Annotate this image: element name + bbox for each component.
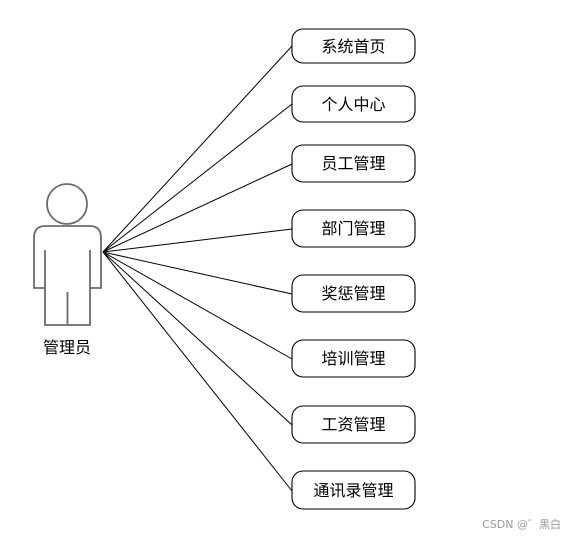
association-line	[102, 251, 293, 295]
association-line	[102, 251, 293, 426]
use-case-box[interactable]	[291, 85, 416, 123]
association-line	[102, 163, 293, 253]
actor-label: 管理员	[43, 338, 91, 357]
watermark: CSDN @゛黑白	[482, 517, 561, 531]
use-case-label: 工资管理	[321, 415, 385, 434]
use-case-label: 系统首页	[321, 37, 385, 56]
actor-head	[46, 183, 88, 225]
use-case-box[interactable]	[291, 144, 416, 183]
association-lines	[102, 45, 293, 492]
use-case-label: 通讯录管理	[313, 481, 393, 500]
association-line	[102, 45, 293, 253]
use-case-label: 员工管理	[321, 154, 385, 173]
use-case-label: 奖惩管理	[321, 284, 385, 303]
use-case-salary-management[interactable]: 工资管理	[291, 405, 416, 444]
association-line	[102, 251, 293, 492]
use-case-label: 个人中心	[321, 95, 385, 114]
use-case-reward-punishment-management[interactable]: 奖惩管理	[291, 274, 416, 313]
use-case-employee-management[interactable]: 员工管理	[291, 144, 416, 183]
use-case-label: 部门管理	[321, 219, 385, 238]
use-case-department-management[interactable]: 部门管理	[291, 209, 416, 248]
association-line	[102, 228, 293, 253]
use-case-box[interactable]	[291, 339, 416, 378]
use-case-contacts-management[interactable]: 通讯录管理	[291, 470, 416, 510]
use-case-box[interactable]	[291, 209, 416, 248]
use-case-system-home[interactable]: 系统首页	[291, 28, 416, 64]
use-case-training-management[interactable]: 培训管理	[291, 339, 416, 378]
use-case-box[interactable]	[291, 405, 416, 444]
use-case-personal-center[interactable]: 个人中心	[291, 85, 416, 123]
actor-figure: 管理员	[33, 183, 102, 357]
actor-body	[33, 225, 102, 326]
use-case-label: 培训管理	[321, 349, 385, 368]
use-case-box[interactable]	[291, 274, 416, 313]
use-case-box[interactable]	[291, 28, 416, 64]
use-case-box[interactable]	[291, 470, 416, 510]
association-line	[102, 251, 293, 360]
association-line	[102, 103, 293, 253]
